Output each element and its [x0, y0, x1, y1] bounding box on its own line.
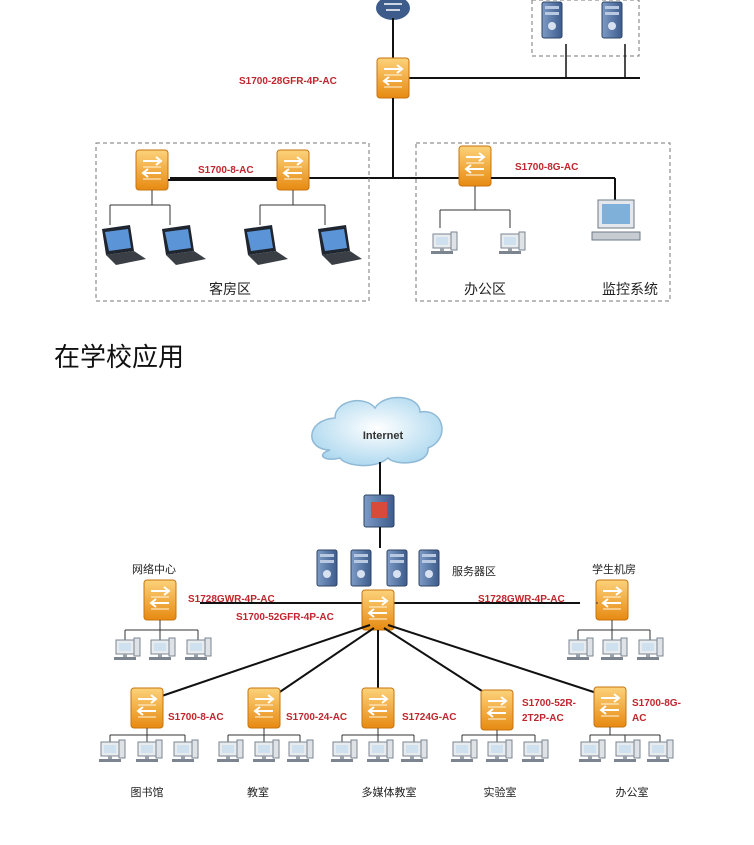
- guest-zone-label: 客房区: [209, 281, 251, 298]
- desktop-pc-icon: [148, 637, 176, 661]
- office-switch-label: S1700-8G-AC: [515, 162, 578, 173]
- switch-icon: [130, 687, 164, 729]
- server-icon: [386, 549, 408, 587]
- svg-text:2T2P-AC: 2T2P-AC: [522, 713, 564, 724]
- leaf-pc-links: [109, 727, 661, 742]
- svg-text:S1700-52R-: S1700-52R-: [522, 698, 576, 709]
- desktop-pc-icon: [113, 637, 141, 661]
- laptop-icon: [318, 225, 362, 265]
- switch-icon: [361, 589, 395, 631]
- firewall-icon: [363, 494, 395, 528]
- leaf-pcs: [98, 739, 674, 763]
- switch-icon: [247, 687, 281, 729]
- switch-icon: [361, 687, 395, 729]
- leaf-switch-label-5: S1700-8G- AC: [632, 698, 681, 724]
- right-switch-label: S1728GWR-4P-AC: [478, 594, 565, 605]
- laptop-icon: [102, 225, 146, 265]
- switch-icon: [143, 579, 177, 621]
- net-center-label: 网络中心: [132, 562, 176, 576]
- room-label-3: 多媒体教室: [362, 785, 417, 799]
- switch-icon: [595, 579, 629, 621]
- desktop-pc-icon: [600, 637, 628, 661]
- server-icon: [601, 1, 623, 39]
- monitor-zone-label: 监控系统: [602, 282, 658, 298]
- server-icon: [541, 1, 563, 39]
- laptop-icon: [244, 225, 288, 265]
- room-label-1: 图书馆: [131, 785, 164, 799]
- desktop-pc-icon: [636, 637, 664, 661]
- server-group-box: [531, 0, 640, 57]
- office-zone-label: 办公区: [464, 282, 506, 298]
- left-switch-label: S1728GWR-4P-AC: [188, 594, 275, 605]
- desktop-pc-icon: [566, 637, 594, 661]
- server-zone-label: 服务器区: [452, 565, 496, 578]
- room-label-5: 办公室: [616, 785, 649, 799]
- laptop-icon: [162, 225, 206, 265]
- leaf-switch-label-1: S1700-8-AC: [168, 712, 224, 723]
- desktop-pc-icon: [184, 637, 212, 661]
- room-label-4: 实验室: [484, 785, 517, 799]
- office-zone-box: [415, 142, 671, 302]
- leaf-switch-label-2: S1700-24-AC: [286, 712, 347, 723]
- internet-label: Internet: [363, 430, 404, 442]
- server-icon: [316, 549, 338, 587]
- desktop-pc-icon: [430, 231, 458, 255]
- monitoring-station-icon: [591, 199, 641, 241]
- room-label-2: 教室: [247, 785, 269, 799]
- switch-icon: [135, 149, 169, 191]
- switch-icon: [593, 686, 627, 728]
- guest-switch-label: S1700-8-AC: [198, 165, 254, 176]
- school-core-switch-label: S1700-52GFR-4P-AC: [236, 612, 334, 623]
- server-icon: [350, 549, 372, 587]
- svg-text:AC: AC: [632, 713, 646, 724]
- svg-text:S1700-8G-: S1700-8G-: [632, 698, 681, 709]
- hotel-core-switch-label: S1700-28GFR-4P-AC: [239, 76, 337, 87]
- switch-icon: [376, 57, 410, 99]
- server-icon: [418, 549, 440, 587]
- desktop-pc-icon: [498, 231, 526, 255]
- switch-icon: [480, 689, 514, 731]
- switch-icon: [276, 149, 310, 191]
- leaf-switch-label-4: S1700-52R- 2T2P-AC: [522, 698, 576, 724]
- uplink-lines: [149, 624, 613, 701]
- switch-icon: [458, 145, 492, 187]
- guest-zone-box: [95, 142, 370, 302]
- router-icon: [376, 0, 410, 20]
- internet-cloud: [311, 396, 443, 467]
- section-title: 在学校应用: [54, 343, 184, 373]
- leaf-switch-label-3: S1724G-AC: [402, 712, 456, 723]
- student-lab-label: 学生机房: [592, 562, 636, 576]
